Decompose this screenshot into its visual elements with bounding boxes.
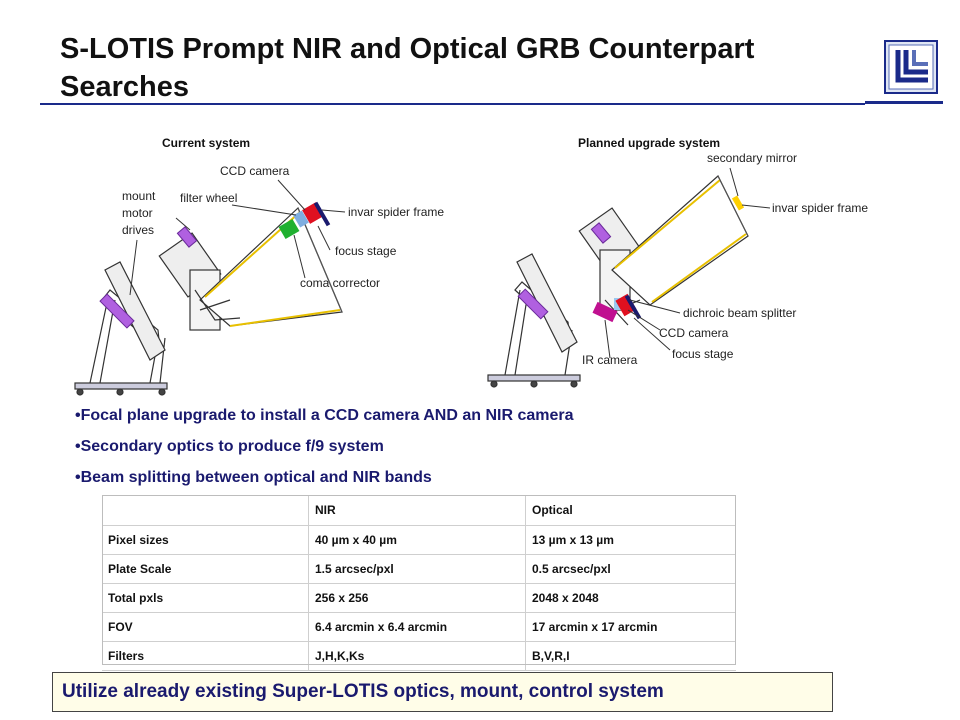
planned-ccd-camera-part	[615, 293, 637, 317]
table-row: Filters J,H,K,Ks B,V,R,I	[102, 641, 736, 671]
planned-telescope-drawing	[487, 175, 749, 388]
label-ccd-camera: CCD camera	[220, 164, 290, 178]
label-coma-corrector: coma corrector	[300, 276, 381, 290]
table-header-cell: Optical	[525, 495, 736, 526]
secondary-mirror-part	[731, 195, 745, 211]
table-row: Pixel sizes 40 µm x 40 µm 13 µm x 13 µm	[102, 525, 736, 555]
title-underline-right	[865, 101, 943, 104]
coma-corrector-part	[278, 218, 300, 240]
ir-camera-part	[592, 301, 618, 323]
label-focus-stage: focus stage	[335, 244, 397, 258]
table-cell: 0.5 arcsec/pxl	[525, 554, 736, 584]
table-header-cell: NIR	[308, 495, 526, 526]
table-cell: 17 arcmin x 17 arcmin	[525, 612, 736, 642]
label-mount-motor-drives: mount motor drives	[122, 189, 156, 237]
table-cell: 2048 x 2048	[525, 583, 736, 613]
current-motor-drive-upper	[176, 226, 198, 248]
bullet-item: •Focal plane upgrade to install a CCD ca…	[75, 407, 574, 424]
table-cell: Pixel sizes	[102, 525, 309, 555]
bullet-item: •Secondary optics to produce f/9 system	[75, 438, 384, 455]
table-cell: FOV	[102, 612, 309, 642]
title-underline	[40, 103, 865, 105]
label-filter-wheel: filter wheel	[180, 191, 238, 205]
table-header-row: NIR Optical	[102, 495, 736, 526]
summary-box: Utilize already existing Super-LOTIS opt…	[52, 672, 833, 712]
table-cell: J,H,K,Ks	[308, 641, 526, 671]
table-cell: 13 µm x 13 µm	[525, 525, 736, 555]
planned-motor-drive-lower	[517, 288, 549, 320]
label-planned-ccd-camera: CCD camera	[659, 326, 729, 340]
label-dichroic-beam-splitter: dichroic beam splitter	[683, 306, 797, 320]
focus-stage-part	[313, 201, 331, 227]
bullet-item: •Beam splitting between optical and NIR …	[75, 469, 432, 486]
table-row: Total pxls 256 x 256 2048 x 2048	[102, 583, 736, 613]
filter-wheel-part	[293, 210, 309, 228]
current-telescope-drawing	[74, 206, 343, 396]
table-cell: 256 x 256	[308, 583, 526, 613]
planned-system-caption: Planned upgrade system	[578, 136, 721, 150]
slide-title: S-LOTIS Prompt NIR and Optical GRB Count…	[60, 33, 755, 103]
comparison-table: NIR Optical Pixel sizes 40 µm x 40 µm 13…	[102, 495, 736, 671]
table-cell: B,V,R,I	[525, 641, 736, 671]
table-cell: Plate Scale	[102, 554, 309, 584]
table-cell: 6.4 arcmin x 6.4 arcmin	[308, 612, 526, 642]
table-row: Plate Scale 1.5 arcsec/pxl 0.5 arcsec/px…	[102, 554, 736, 584]
table-cell: Total pxls	[102, 583, 309, 613]
bullet-list: •Focal plane upgrade to install a CCD ca…	[75, 404, 835, 497]
label-planned-invar-spider-frame: invar spider frame	[772, 201, 869, 215]
planned-motor-drive-upper	[590, 222, 612, 244]
label-ir-camera: IR camera	[582, 353, 638, 367]
label-invar-spider-frame: invar spider frame	[348, 205, 445, 219]
label-planned-focus-stage: focus stage	[672, 347, 734, 361]
table-cell: Filters	[102, 641, 309, 671]
current-system-caption: Current system	[162, 136, 251, 150]
label-secondary-mirror: secondary mirror	[707, 151, 798, 165]
table-cell: 1.5 arcsec/pxl	[308, 554, 526, 584]
table-header-cell	[102, 495, 309, 526]
lab-logo-icon	[884, 40, 938, 94]
table-cell: 40 µm x 40 µm	[308, 525, 526, 555]
current-motor-drive-lower	[99, 293, 135, 329]
planned-focus-stage-part	[624, 294, 642, 320]
table-row: FOV 6.4 arcmin x 6.4 arcmin 17 arcmin x …	[102, 612, 736, 642]
